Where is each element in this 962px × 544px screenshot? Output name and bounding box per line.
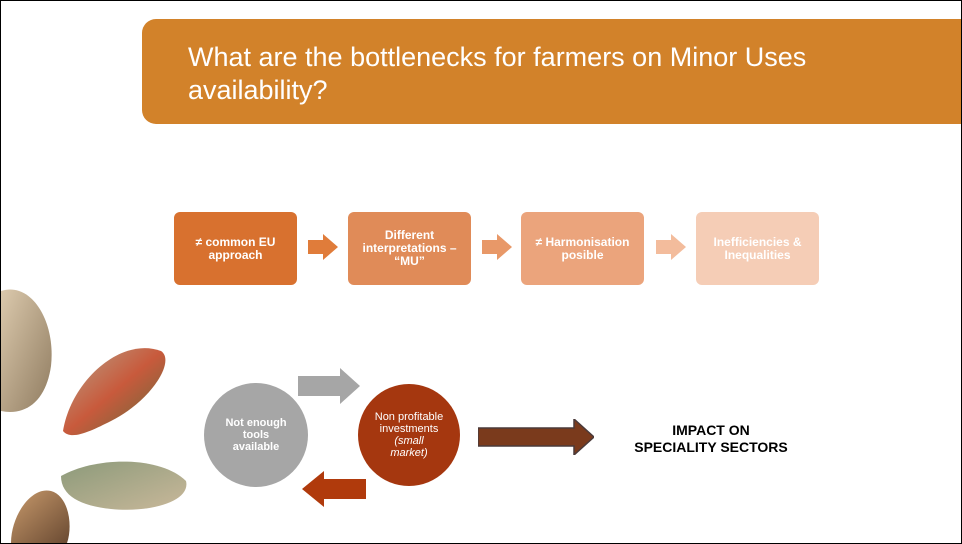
circle-label: Non profitable investments — [374, 411, 444, 435]
process-step-1: ≠ common EU approach — [174, 212, 297, 285]
chevron-arrow-icon — [656, 234, 686, 260]
chevron-arrow-icon — [482, 234, 512, 260]
grey-arrow-right — [298, 368, 360, 404]
process-step-4: Inefficiencies & Inequalities — [696, 212, 819, 285]
impact-line-2: SPECIALITY SECTORS — [634, 439, 788, 455]
impact-arrow — [478, 419, 594, 455]
circle-label: Not enough tools available — [225, 417, 287, 453]
not-enough-tools-circle: Not enough tools available — [204, 383, 308, 487]
impact-line-1: IMPACT ON — [672, 422, 750, 438]
chevron-arrow-icon — [308, 234, 338, 260]
slide-title: What are the bottlenecks for farmers on … — [188, 42, 807, 105]
process-step-2: Different interpretations – “MU” — [348, 212, 471, 285]
red-arrow-left — [302, 471, 366, 507]
non-profitable-circle: Non profitable investments (small market… — [358, 384, 460, 486]
process-step-3: ≠ Harmonisation posible — [521, 212, 644, 285]
circle-note: (small market) — [390, 435, 428, 459]
decorative-photo-petals — [1, 289, 187, 543]
impact-label: IMPACT ON SPECIALITY SECTORS — [581, 422, 841, 456]
title-bar — [142, 19, 961, 124]
